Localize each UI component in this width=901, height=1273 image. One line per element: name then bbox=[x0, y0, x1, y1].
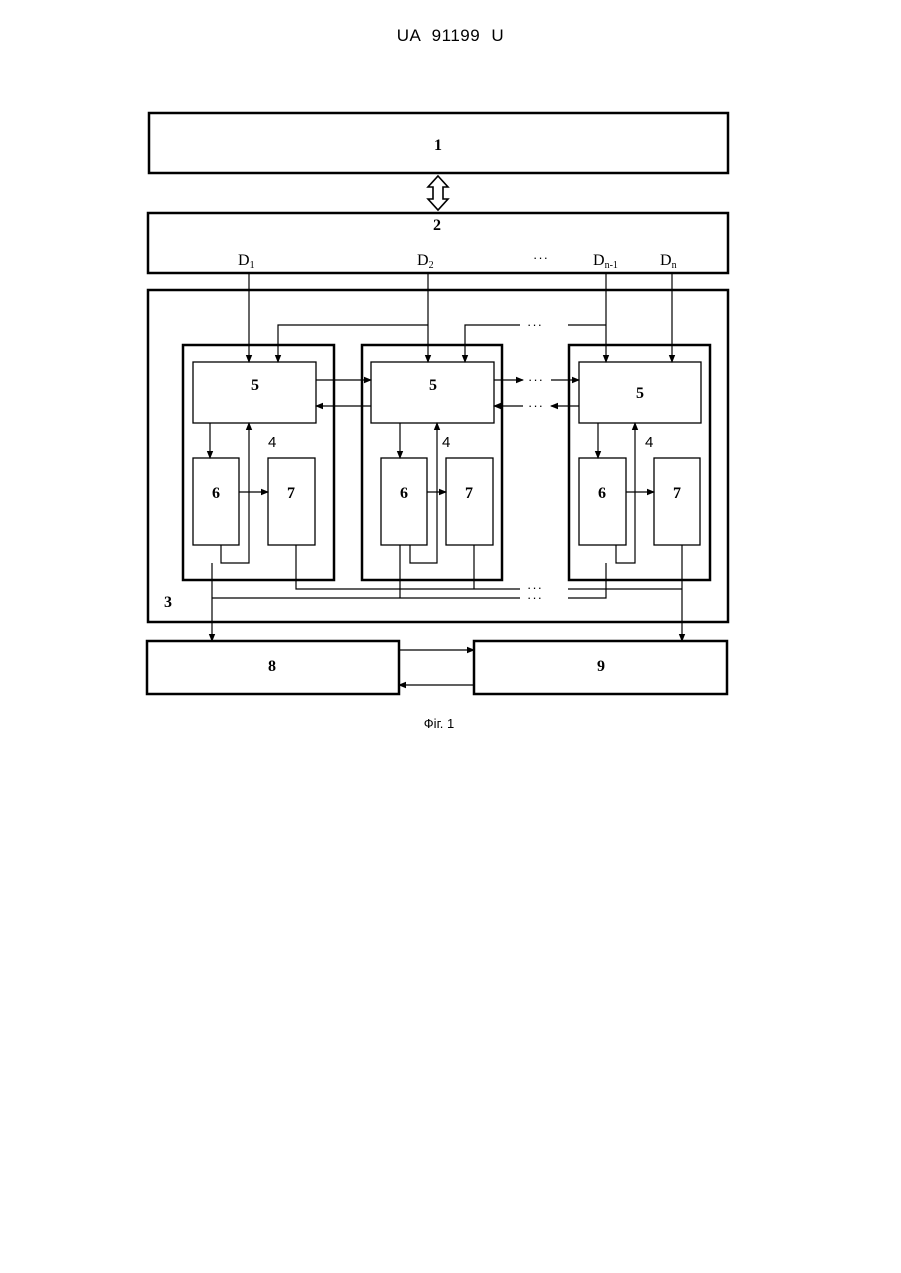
block-7-c-label: 7 bbox=[673, 485, 681, 502]
wire-feed-d2-to-5a bbox=[278, 325, 428, 362]
block-3 bbox=[148, 290, 728, 622]
signal-d1: D1 bbox=[238, 252, 255, 271]
signal-dn-1: Dn-1 bbox=[593, 252, 618, 271]
block-6-b-label: 6 bbox=[400, 485, 408, 502]
block-8-label: 8 bbox=[268, 658, 276, 675]
block-6-c-label: 6 bbox=[598, 485, 606, 502]
link-ellipsis-bottom: ··· bbox=[528, 398, 544, 413]
bidirectional-arrow bbox=[428, 176, 448, 210]
module-4-b-label: 4 bbox=[442, 434, 450, 451]
block-3-label: 3 bbox=[164, 594, 172, 611]
block-7-b-label: 7 bbox=[465, 485, 473, 502]
signal-ellipsis: ··· bbox=[533, 250, 549, 265]
module-4-a-label: 4 bbox=[268, 434, 276, 451]
feed-ellipsis: ··· bbox=[527, 317, 543, 332]
link-ellipsis-top: ··· bbox=[528, 372, 544, 387]
block-5-b-label: 5 bbox=[429, 377, 437, 394]
wire-6a-feedback bbox=[221, 423, 249, 563]
signal-d2: D2 bbox=[417, 252, 434, 271]
block-6-a-label: 6 bbox=[212, 485, 220, 502]
signal-dn: Dn bbox=[660, 252, 677, 271]
block-1-label: 1 bbox=[434, 137, 442, 154]
bus-ellipsis-lower: ··· bbox=[527, 590, 543, 605]
figure-caption: Фіг. 1 bbox=[424, 716, 454, 731]
block-7-a-label: 7 bbox=[287, 485, 295, 502]
bus-7-upper bbox=[296, 545, 520, 589]
wire-feed-to-5b bbox=[465, 325, 520, 362]
block-5-a-label: 5 bbox=[251, 377, 259, 394]
wire-6b-feedback bbox=[410, 423, 437, 563]
block-2-label: 2 bbox=[433, 217, 441, 234]
module-4-c-label: 4 bbox=[645, 434, 653, 451]
block-5-c-label: 5 bbox=[636, 385, 644, 402]
block-9-label: 9 bbox=[597, 658, 605, 675]
